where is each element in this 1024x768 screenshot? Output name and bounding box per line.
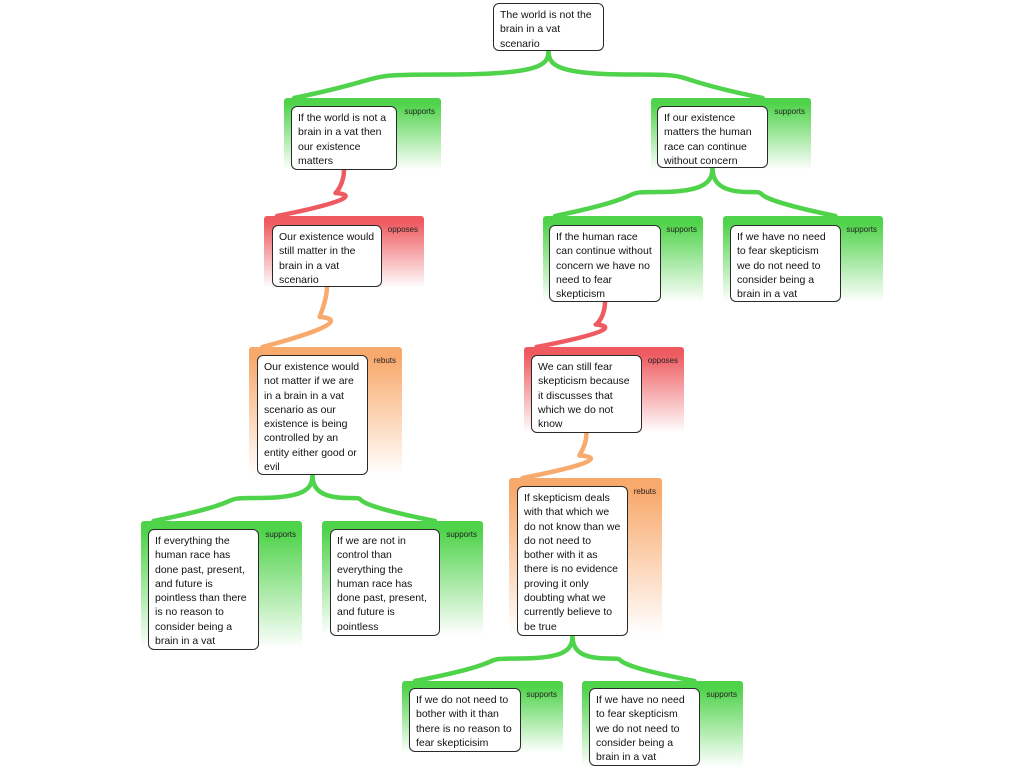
relation-label: rebuts <box>633 487 656 496</box>
relation-label: supports <box>846 225 877 234</box>
connector-n6-n3 <box>260 284 334 350</box>
relation-label: supports <box>774 107 805 116</box>
connector-n8-n6 <box>151 472 315 524</box>
relation-label: opposes <box>647 356 678 365</box>
argument-node-n8[interactable]: If everything the human race has done pa… <box>148 529 259 650</box>
claim-node-root[interactable]: The world is not the brain in a vat scen… <box>493 3 604 51</box>
argument-node-n11[interactable]: If we do not need to bother with it than… <box>409 688 521 752</box>
relation-label: rebuts <box>373 356 396 365</box>
connector-n11-n10 <box>412 633 575 684</box>
relation-label: supports <box>265 530 296 539</box>
connector-n12-n10 <box>570 633 697 684</box>
argument-node-n2[interactable]: If our existence matters the human race … <box>657 106 768 168</box>
relation-label: supports <box>526 690 557 699</box>
argument-node-n10[interactable]: If skepticism deals with that which we d… <box>517 486 628 636</box>
argument-node-n12[interactable]: If we have no need to fear skepticism we… <box>589 688 700 766</box>
connector-n5-n2 <box>710 165 838 219</box>
argument-node-n1[interactable]: If the world is not a brain in a vat the… <box>291 106 397 170</box>
argument-node-n5[interactable]: If we have no need to fear skepticism we… <box>730 225 841 302</box>
relation-label: supports <box>446 530 477 539</box>
connector-n7-n4 <box>534 299 608 350</box>
relation-label: opposes <box>387 225 418 234</box>
relation-label: supports <box>666 225 697 234</box>
relation-label: supports <box>706 690 737 699</box>
connector-n4-n2 <box>552 165 715 219</box>
connector-n3-n1 <box>274 167 348 219</box>
connector-n9-n6 <box>310 472 438 524</box>
connector-n10-n7 <box>520 430 594 481</box>
argument-node-n4[interactable]: If the human race can continue without c… <box>549 225 661 302</box>
argument-node-n6[interactable]: Our existence would not matter if we are… <box>257 355 368 475</box>
connector-n1-root <box>291 48 551 101</box>
argument-node-n9[interactable]: If we are not in control than everything… <box>330 529 440 636</box>
argument-node-n7[interactable]: We can still fear skepticism because it … <box>531 355 642 433</box>
argument-node-n3[interactable]: Our existence would still matter in the … <box>272 225 382 287</box>
relation-label: supports <box>404 107 435 116</box>
connector-n2-root <box>546 48 765 101</box>
